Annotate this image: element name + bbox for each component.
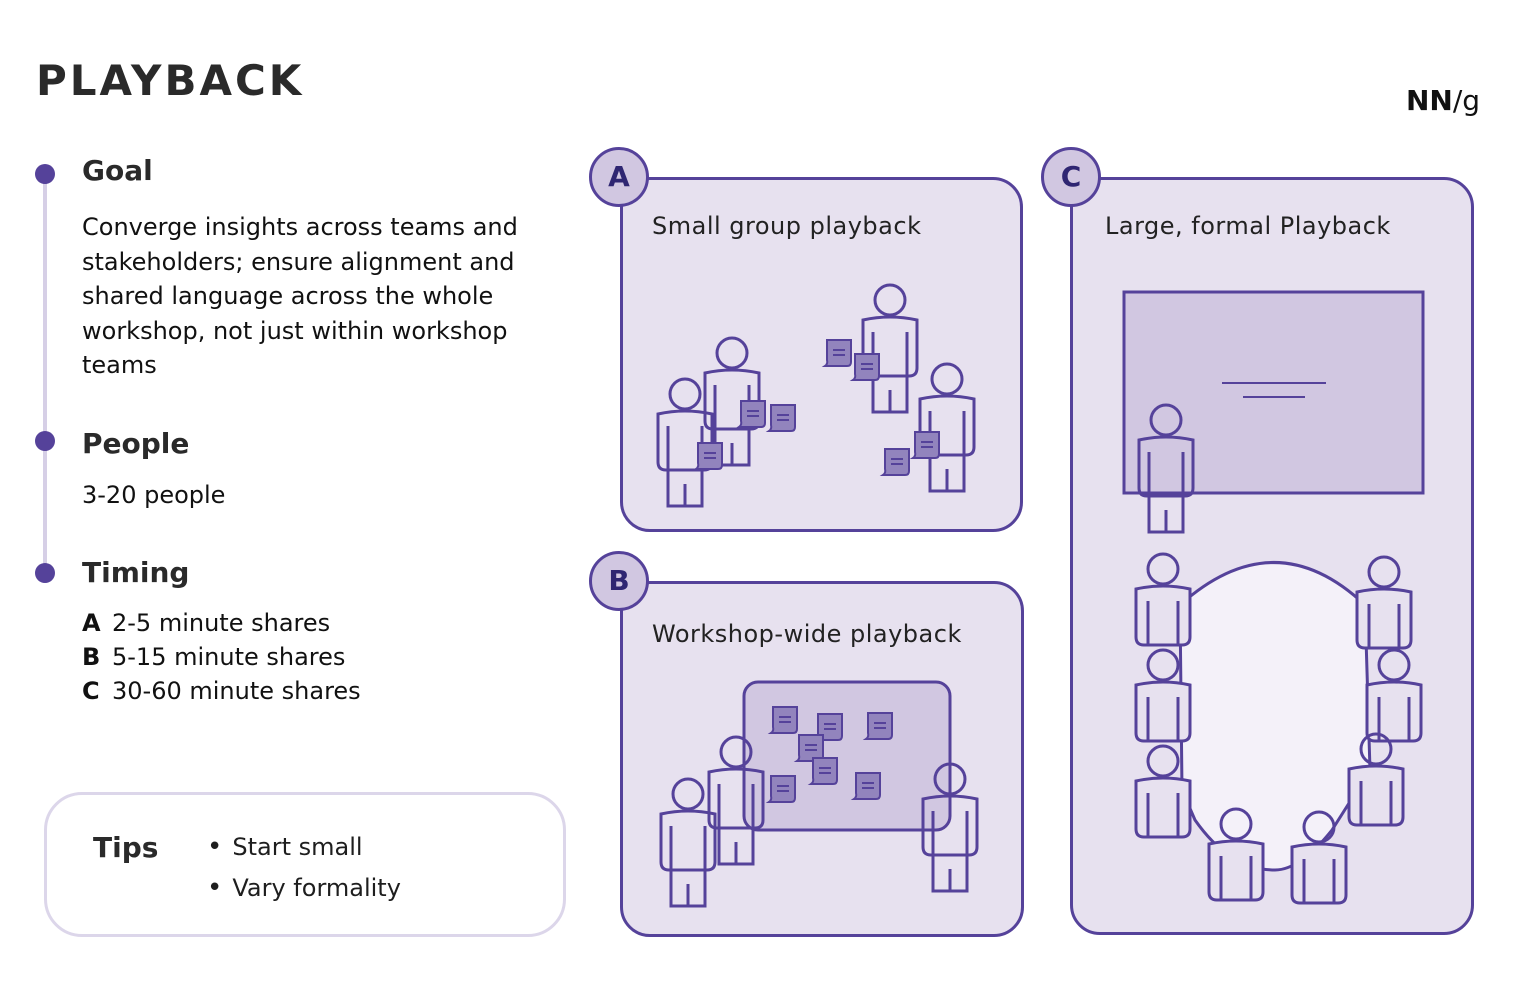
- nng-logo: NN/g: [1406, 84, 1480, 117]
- timing-row-b: B 5-15 minute shares: [82, 640, 361, 674]
- timing-list: A 2-5 minute shares B 5-15 minute shares C…: [82, 606, 361, 708]
- logo-bold: NN: [1406, 84, 1453, 117]
- sticky-note-icon: [738, 400, 766, 428]
- timeline-line: [43, 174, 47, 574]
- sticky-note-icon: [865, 712, 893, 740]
- timeline-dot-people: [35, 431, 55, 451]
- timing-row-a: A 2-5 minute shares: [82, 606, 361, 640]
- sticky-note-icon: [853, 772, 881, 800]
- timing-row-c: C 30-60 minute shares: [82, 674, 361, 708]
- panel-title-c: Large, formal Playback: [1105, 212, 1391, 240]
- goal-heading: Goal: [82, 154, 153, 187]
- sticky-note-icon: [912, 431, 940, 459]
- timing-key: B: [82, 643, 101, 671]
- seated-person-icon: [1355, 555, 1413, 650]
- seated-person-icon: [1365, 648, 1423, 743]
- sticky-note-icon: [695, 442, 723, 470]
- presentation-screen: [1122, 290, 1425, 495]
- person-icon: [861, 283, 919, 414]
- person-icon: [918, 362, 976, 493]
- panel-title-a: Small group playback: [652, 212, 922, 240]
- person-icon: [659, 777, 717, 908]
- timing-text: 2-5 minute shares: [112, 609, 331, 637]
- tip-item: Start small: [207, 827, 401, 868]
- badge-b: B: [589, 551, 649, 611]
- conference-table: [1178, 561, 1372, 872]
- sticky-note-icon: [768, 404, 796, 432]
- timing-heading: Timing: [82, 556, 190, 589]
- badge-a: A: [589, 147, 649, 207]
- panel-title-b: Workshop-wide playback: [652, 620, 962, 648]
- timeline-dot-goal: [35, 164, 55, 184]
- people-heading: People: [82, 427, 190, 460]
- goal-body: Converge insights across teams and stake…: [82, 213, 518, 379]
- whiteboard: [742, 680, 952, 832]
- panel-small-group: [620, 177, 1023, 532]
- tips-heading: Tips: [93, 831, 159, 864]
- timing-text: 5-15 minute shares: [112, 643, 346, 671]
- tips-box: Tips Start small Vary formality: [44, 792, 566, 937]
- timing-text: 30-60 minute shares: [112, 677, 361, 705]
- sticky-note-icon: [770, 706, 798, 734]
- screen-text-lines: [1222, 382, 1326, 398]
- tips-list: Start small Vary formality: [207, 827, 401, 909]
- sticky-note-icon: [852, 353, 880, 381]
- tip-item: Vary formality: [207, 868, 401, 909]
- badge-c: C: [1041, 147, 1101, 207]
- sticky-note-icon: [824, 339, 852, 367]
- timeline-dot-timing: [35, 563, 55, 583]
- seated-person-icon: [1134, 552, 1192, 647]
- logo-rest: /g: [1452, 84, 1481, 117]
- sticky-note-icon: [810, 757, 838, 785]
- people-body: 3-20 people: [82, 481, 226, 509]
- timing-key: A: [82, 609, 101, 637]
- page-title: PLAYBACK: [36, 56, 305, 105]
- timing-key: C: [82, 677, 100, 705]
- sticky-note-icon: [768, 775, 796, 803]
- sticky-note-icon: [882, 448, 910, 476]
